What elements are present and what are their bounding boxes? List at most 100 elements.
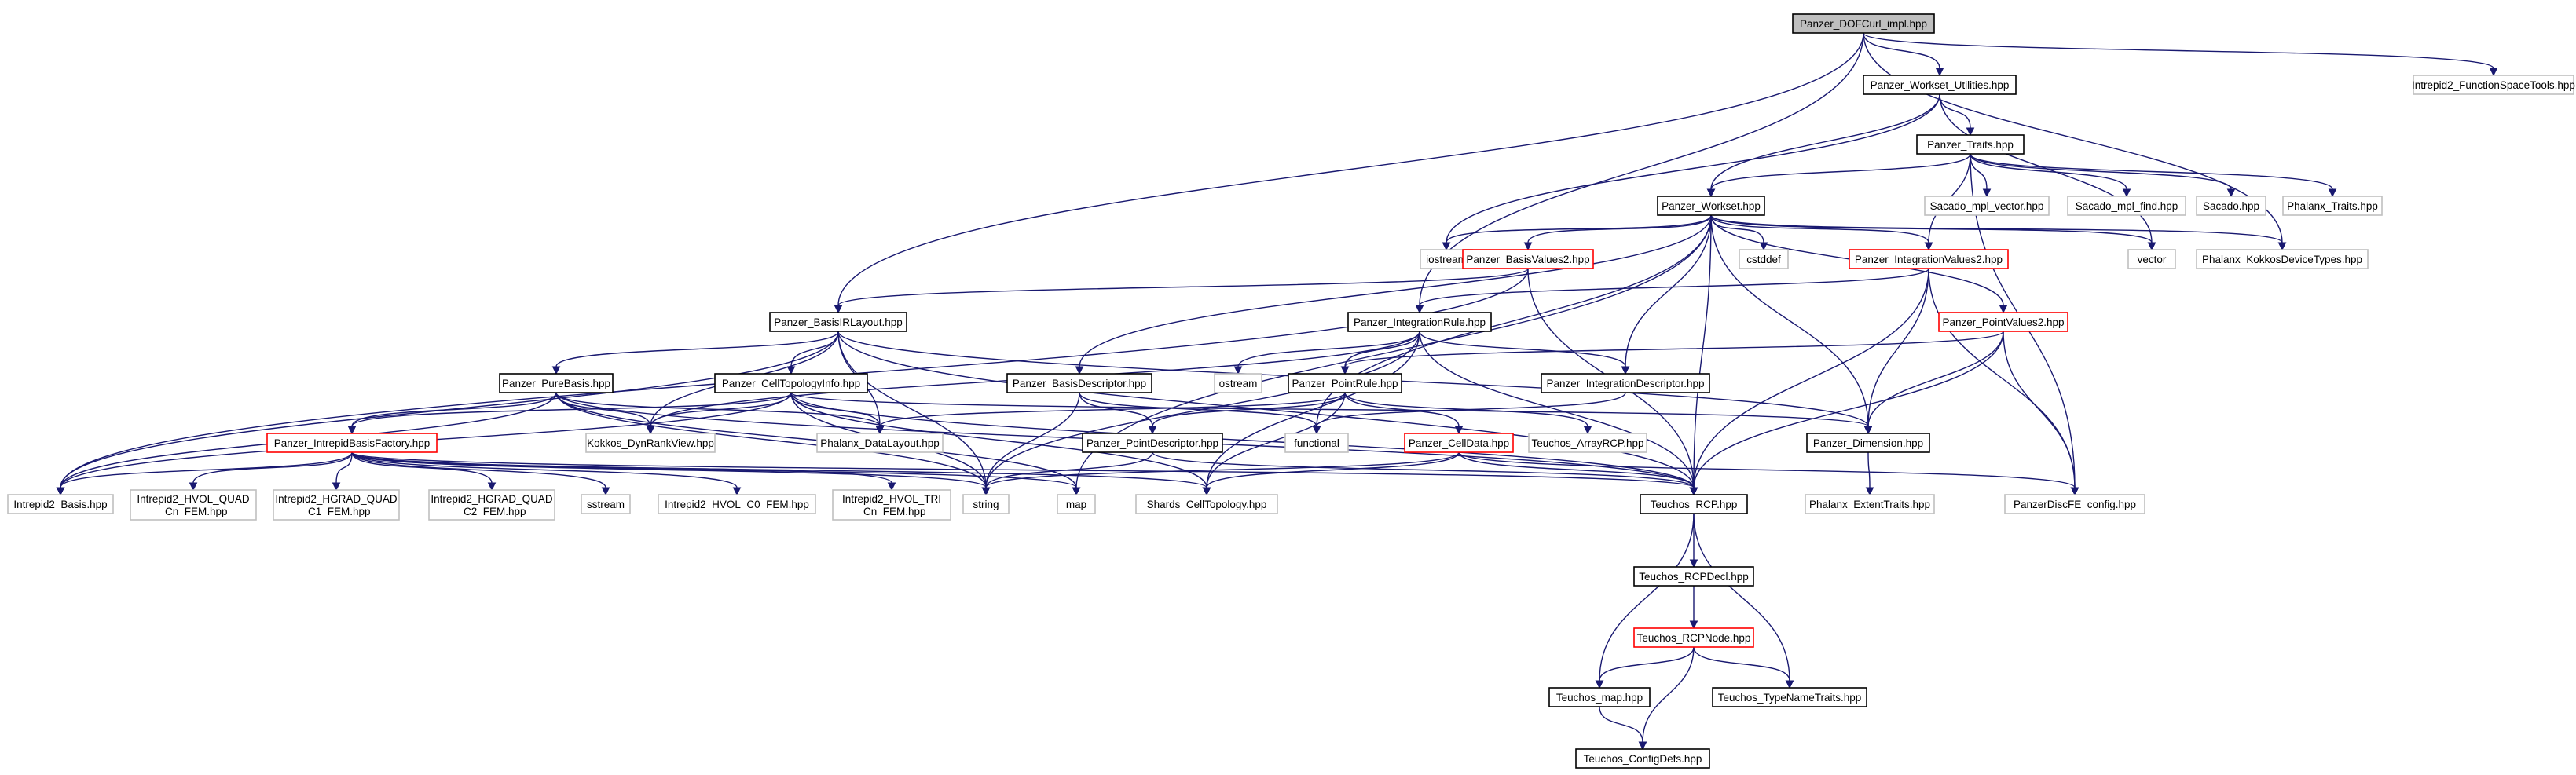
arrowhead-ibfactory-to-string <box>981 487 991 496</box>
edge-workset-to-rcp <box>1693 214 1712 488</box>
edge-rcp-to-typename <box>1693 513 1790 682</box>
node-box-hvoltri <box>832 489 951 521</box>
edge-ibfactory-to-sstream <box>351 451 606 488</box>
node-intvalues2[interactable]: Panzer_IntegrationValues2.hpp <box>1849 249 2009 269</box>
edge-celltopo-to-rcp <box>790 392 1695 488</box>
edge-pointdesc-to-rcp <box>1152 451 1695 488</box>
node-typename[interactable]: Teuchos_TypeNameTraits.hpp <box>1712 687 1867 707</box>
node-workset_util[interactable]: Panzer_Workset_Utilities.hpp <box>1863 75 2017 95</box>
node-label-workset: Panzer_Workset.hpp <box>1662 200 1761 212</box>
arrowhead-pointrule-to-celldata <box>1454 426 1464 435</box>
node-pointdesc[interactable]: Panzer_PointDescriptor.hpp <box>1082 433 1223 453</box>
node-box-dynrank <box>585 433 716 453</box>
node-basisvalues2[interactable]: Panzer_BasisValues2.hpp <box>1462 249 1594 269</box>
node-label-basisirlayout: Panzer_BasisIRLayout.hpp <box>774 316 903 328</box>
node-traits[interactable]: Panzer_Traits.hpp <box>1916 134 2025 155</box>
node-rcpdecl[interactable]: Teuchos_RCPDecl.hpp <box>1633 566 1754 587</box>
edge-purebasis-to-string <box>555 392 987 488</box>
edge-pointrule-to-datalayout <box>879 392 1346 427</box>
node-label-arrayrcp: Teuchos_ArrayRCP.hpp <box>1531 437 1643 449</box>
node-label-datalayout: Phalanx_DataLayout.hpp <box>820 437 940 449</box>
node-box-rcp <box>1640 494 1748 514</box>
node-pointrule[interactable]: Panzer_PointRule.hpp <box>1288 373 1402 393</box>
node-dynrank: Kokkos_DynRankView.hpp <box>585 433 716 453</box>
arrowhead-pointrule-to-arrayrcp <box>1583 426 1592 435</box>
arrowhead-basisirlayout-to-celltopo <box>786 366 796 375</box>
edge-basisirlayout-to-string <box>837 331 987 488</box>
node-intdesc[interactable]: Panzer_IntegrationDescriptor.hpp <box>1541 373 1710 393</box>
edge-intrule-to-ostream <box>1237 331 1420 367</box>
edge-workset-to-basisvalues2 <box>1527 214 1712 243</box>
node-tmap[interactable]: Teuchos_map.hpp <box>1548 687 1651 707</box>
node-box-arrayrcp <box>1528 433 1647 453</box>
node-label-hvolc0: Intrepid2_HVOL_C0_FEM.hpp <box>665 499 809 510</box>
node-rcpnode[interactable]: Teuchos_RCPNode.hpp <box>1633 627 1754 648</box>
node-sacado: Sacado.hpp <box>2196 196 2266 216</box>
node-box-hvolc0 <box>658 494 816 514</box>
node-basisirlayout[interactable]: Panzer_BasisIRLayout.hpp <box>769 312 907 332</box>
node-label-vector: vector <box>2138 254 2167 265</box>
arrowhead-ibfactory-to-hvolquad <box>189 482 198 492</box>
node-configdefs[interactable]: Teuchos_ConfigDefs.hpp <box>1575 748 1710 769</box>
edge-dimension-to-extenttraits <box>1867 451 1871 488</box>
node-dimension[interactable]: Panzer_Dimension.hpp <box>1806 433 1930 453</box>
node-label-hvoltri: Intrepid2_HVOL_TRI <box>842 493 941 505</box>
node-label-traits: Panzer_Traits.hpp <box>1927 139 2014 151</box>
node-pointvalues2[interactable]: Panzer_PointValues2.hpp <box>1938 312 2068 332</box>
arrowhead-ibfactory-to-hgradc1 <box>332 482 341 492</box>
node-datalayout: Phalanx_DataLayout.hpp <box>816 433 944 453</box>
arrowhead-pointrule-to-pointdesc <box>1148 426 1157 435</box>
arrowhead-dofcurl-to-intrepid_fst <box>2489 68 2498 77</box>
arrowhead-intrule-to-ostream <box>1233 366 1243 375</box>
node-cstddef: cstddef <box>1739 249 1789 269</box>
node-label-shards: Shards_CellTopology.hpp <box>1147 499 1267 510</box>
edge-basisdesc-to-functional <box>1079 392 1317 427</box>
node-box-intvalues2 <box>1849 249 2009 269</box>
arrowhead-celltopo-to-ibfactory <box>347 426 357 435</box>
node-label-celltopo: Panzer_CellTopologyInfo.hpp <box>722 378 860 389</box>
node-label-iostream: iostream <box>1426 254 1467 265</box>
edge-traits-to-workset <box>1710 153 1971 190</box>
edge-celldata-to-discfe <box>1458 451 2076 488</box>
edge-traits-to-phalanx_traits <box>1970 153 2333 190</box>
arrowhead-ibfactory-to-hvolc0 <box>732 487 742 496</box>
node-ibfactory[interactable]: Panzer_IntrepidBasisFactory.hpp <box>266 433 438 453</box>
node-celldata[interactable]: Panzer_CellData.hpp <box>1404 433 1514 453</box>
node-workset[interactable]: Panzer_Workset.hpp <box>1657 196 1765 216</box>
edge-workset_util-to-iostream <box>1446 93 1940 243</box>
edge-dofcurl-to-workset_util <box>1863 32 1940 69</box>
node-basisdesc[interactable]: Panzer_BasisDescriptor.hpp <box>1006 373 1152 393</box>
node-discfe: PanzerDiscFE_config.hpp <box>2004 494 2145 514</box>
edge-purebasis-to-ibfactory <box>351 392 557 427</box>
arrowhead-ibfactory-to-hvoltri <box>887 482 896 492</box>
node-box-discfe <box>2004 494 2145 514</box>
node-ostream: ostream <box>1214 373 1262 393</box>
node-box-workset_util <box>1863 75 2017 95</box>
node-box-intrepid_fst <box>2413 75 2574 95</box>
node-dofcurl[interactable]: Panzer_DOFCurl_impl.hpp <box>1792 13 1935 34</box>
node-label-sstream: sstream <box>587 499 625 510</box>
arrowhead-ibfactory-to-shards <box>1202 487 1211 496</box>
arrowhead-ibfactory-to-sstream <box>601 487 610 496</box>
node-purebasis[interactable]: Panzer_PureBasis.hpp <box>499 373 614 393</box>
node-label-sacado_find: Sacado_mpl_find.hpp <box>2076 200 2178 212</box>
edge-celltopo-to-ibfactory <box>351 392 792 427</box>
edge-intvalues2-to-intrule <box>1419 268 1929 306</box>
edge-ibfactory-to-hvolquad <box>192 451 353 484</box>
node-intrule[interactable]: Panzer_IntegrationRule.hpp <box>1347 312 1492 332</box>
node-box-vector <box>2127 249 2176 269</box>
arrowhead-traits-to-workset <box>1706 188 1716 198</box>
node-box-celltopo <box>714 373 868 393</box>
node-map: map <box>1057 494 1096 514</box>
edge-ibfactory-to-hvolc0 <box>351 451 738 488</box>
node-box-sacado <box>2196 196 2266 216</box>
node-box-map <box>1057 494 1096 514</box>
node-box-pointrule <box>1288 373 1402 393</box>
node-celltopo[interactable]: Panzer_CellTopologyInfo.hpp <box>714 373 868 393</box>
arrowhead-rcpnode-to-tmap <box>1595 680 1604 689</box>
arrowhead-workset-to-kokkosdev <box>2277 242 2287 251</box>
arrowhead-basisirlayout-to-purebasis <box>551 366 561 375</box>
node-box-basisirlayout <box>769 312 907 332</box>
node-rcp[interactable]: Teuchos_RCP.hpp <box>1640 494 1748 514</box>
node-box-datalayout <box>816 433 944 453</box>
